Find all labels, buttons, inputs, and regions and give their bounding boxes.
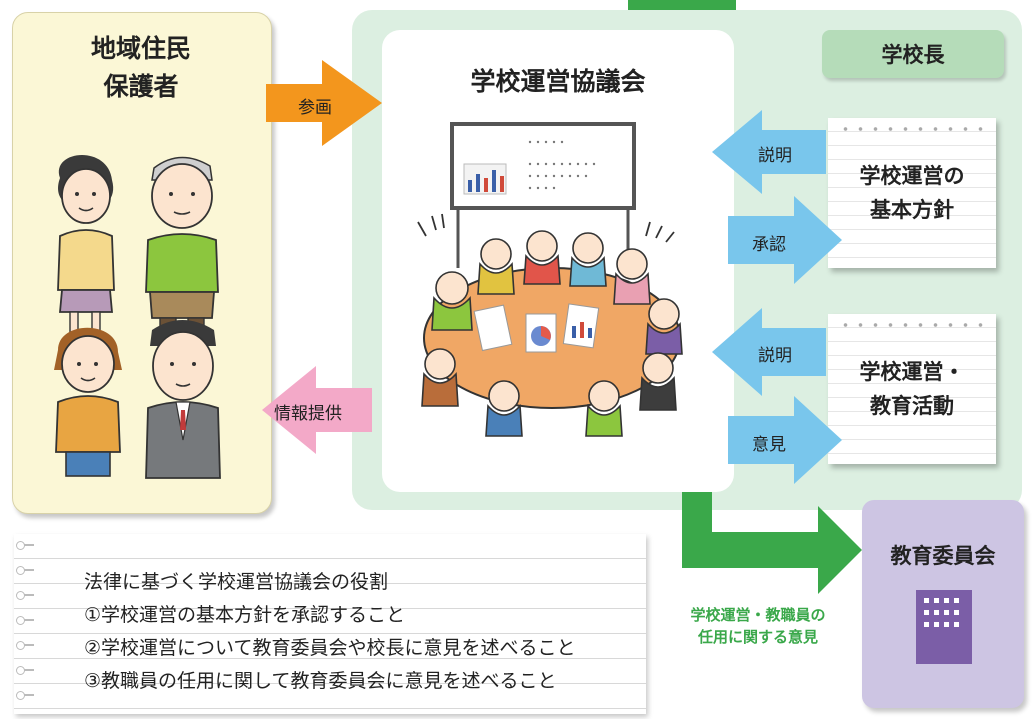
person-young-woman-icon bbox=[54, 327, 122, 477]
note-ring-icon bbox=[16, 591, 34, 600]
note-ring-icon bbox=[16, 566, 34, 575]
memo-basic-policy: 学校運営の 基本方針 bbox=[828, 118, 996, 268]
community-title-line2: 保護者 bbox=[103, 72, 179, 101]
note-line-2: ②学校運営について教育委員会や校長に意見を述べること bbox=[84, 637, 576, 659]
explain-label-2: 説明 bbox=[758, 346, 792, 366]
memo-school-activities-line1: 学校運営・ bbox=[859, 360, 965, 384]
meeting-participants-icon bbox=[421, 230, 683, 437]
note-line-1: ①学校運営の基本方針を承認すること bbox=[84, 604, 406, 626]
explain-arrow-2 bbox=[712, 308, 826, 396]
opinion-label: 意見 bbox=[752, 435, 786, 455]
note-line-3: ③教職員の任用に関して教育委員会に意見を述べること bbox=[84, 670, 557, 692]
opinion-arrow bbox=[728, 396, 842, 484]
green-caption-line2: 任用に関する意見 bbox=[697, 628, 818, 646]
approve-arrow bbox=[728, 196, 842, 284]
explain-arrow-1 bbox=[712, 110, 826, 194]
community-people-illustration bbox=[54, 154, 221, 479]
whiteboard-icon bbox=[450, 122, 636, 268]
council-title: 学校運営協議会 bbox=[470, 67, 646, 96]
approve-label: 承認 bbox=[752, 235, 786, 255]
memo-binding-dots bbox=[838, 322, 986, 328]
person-older-man-icon bbox=[145, 156, 219, 337]
community-box bbox=[12, 12, 272, 514]
participation-label: 参画 bbox=[298, 98, 332, 118]
note-ring-icon bbox=[16, 691, 34, 700]
community-title: 地域住民 保護者 bbox=[12, 30, 270, 106]
note-ring-icon bbox=[16, 616, 34, 625]
memo-binding-dots bbox=[838, 126, 986, 132]
person-businessman-icon bbox=[145, 320, 221, 479]
legal-roles-note: 法律に基づく学校運営協議会の役割 ①学校運営の基本方針を承認すること ②学校運営… bbox=[14, 534, 646, 714]
building-icon bbox=[916, 590, 972, 664]
note-ring-icon bbox=[16, 641, 34, 650]
green-top-tab bbox=[628, 0, 736, 10]
note-line-heading: 法律に基づく学校運営協議会の役割 bbox=[84, 571, 389, 593]
person-woman-icon bbox=[57, 154, 115, 335]
council-meeting-illustration bbox=[417, 122, 683, 437]
green-arrow-caption: 学校運営・教職員の 任用に関する意見 bbox=[668, 604, 848, 648]
community-title-line1: 地域住民 bbox=[90, 34, 191, 63]
green-opinion-arrow bbox=[682, 492, 862, 594]
memo-school-activities: 学校運営・ 教育活動 bbox=[828, 314, 996, 464]
memo-school-activities-line2: 教育活動 bbox=[870, 394, 954, 418]
principal-label: 学校長 bbox=[822, 30, 1004, 78]
note-ring-icon bbox=[16, 541, 34, 550]
info-arrow bbox=[262, 366, 372, 454]
info-label: 情報提供 bbox=[274, 404, 342, 424]
green-caption-line1: 学校運営・教職員の bbox=[690, 606, 826, 624]
board-of-education-title: 教育委員会 bbox=[890, 544, 996, 568]
note-ring-icon bbox=[16, 666, 34, 675]
discussion-marks-icon bbox=[417, 213, 675, 243]
memo-basic-policy-line2: 基本方針 bbox=[870, 198, 954, 222]
explain-label-1: 説明 bbox=[758, 146, 792, 166]
memo-basic-policy-line1: 学校運営の bbox=[859, 164, 965, 188]
participation-arrow bbox=[266, 60, 382, 146]
